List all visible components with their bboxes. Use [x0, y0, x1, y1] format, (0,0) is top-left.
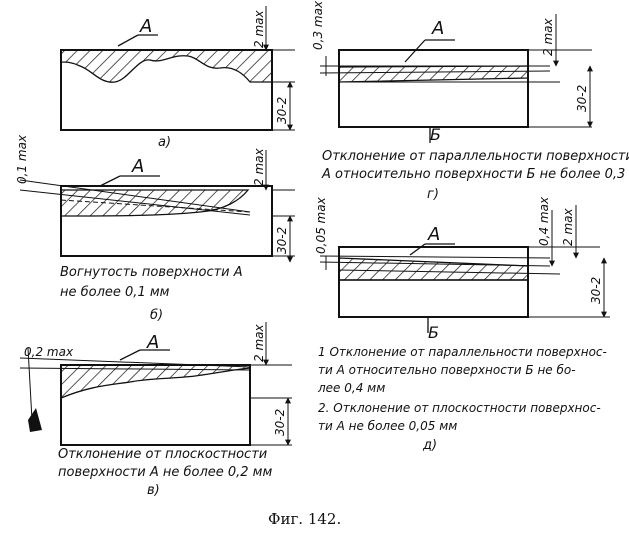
dim-text-tol: 0,1 max — [15, 134, 29, 184]
surface-label-d: А — [427, 224, 440, 245]
reference-line — [319, 70, 551, 74]
note-line: лее 0,4 мм — [317, 381, 385, 395]
sub-label-a: а) — [158, 135, 171, 150]
surface-label-g: А — [431, 18, 444, 39]
dim-line-tol — [27, 347, 33, 421]
panel-d: А Б 0,05 max 0,4 max 2 max 30-2 1 Отклон… — [314, 196, 610, 453]
dim-text-30: 30-2 — [275, 227, 289, 254]
dim-text-2max: 2 max — [561, 208, 575, 246]
part-outline — [338, 246, 529, 318]
note-line: ти А относительно поверхности Б не бо- — [318, 363, 576, 377]
sub-label-b: б) — [150, 308, 163, 323]
hatched-surface-layer — [338, 65, 529, 83]
dim-text-30: 30-2 — [273, 409, 287, 436]
dim-arrow-cluster — [28, 408, 42, 432]
dim-text-2max: 2 max — [252, 10, 266, 48]
reference-line — [319, 261, 551, 267]
part-outline — [338, 49, 529, 128]
note-line: поверхности А не более 0,2 мм — [58, 465, 272, 480]
note-line: Вогнутость поверхности А — [60, 265, 243, 280]
leader-line — [404, 39, 426, 63]
dim-text-2max: 2 max — [541, 18, 555, 56]
reference-line — [319, 255, 551, 259]
part-outline — [60, 185, 273, 257]
dim-text-tol: 0,05 max — [314, 196, 328, 254]
leader-line — [99, 175, 121, 187]
sub-label-d: д) — [422, 438, 437, 453]
dim-text-2max: 2 max — [252, 324, 266, 362]
sub-label-g: г) — [427, 187, 439, 202]
reference-line — [19, 189, 251, 216]
panel-b: А 0,1 max 2 max 30-2 Вогнутость поверхно… — [15, 134, 295, 323]
reference-line — [19, 357, 251, 368]
surface-label-a: А — [139, 16, 152, 37]
panel-g: А Б 0,3 max 2 max 30-2 Отклонение от пар… — [311, 0, 629, 202]
reference-line — [338, 269, 561, 275]
leader-line — [119, 349, 141, 361]
sub-label-v: в) — [147, 483, 160, 498]
surface-label-v: А — [146, 332, 159, 353]
reference-line — [19, 367, 251, 371]
dim-text-30: 30-2 — [275, 97, 289, 124]
note-line: А относительно поверхности Б не более 0,… — [321, 167, 629, 182]
hatched-surface-layer — [60, 364, 251, 399]
note-line: 2. Отклонение от плоскостности поверхнос… — [318, 401, 601, 415]
dim-text-30: 30-2 — [589, 277, 603, 304]
dim-text-tol: 0,2 max — [24, 345, 74, 359]
hatched-surface-layer — [338, 257, 529, 281]
leader-line — [409, 243, 426, 256]
dim-text-tol2: 0,4 max — [537, 196, 551, 246]
surface-label-b: А — [131, 156, 144, 177]
note-line: Отклонение от плоскостности — [58, 447, 267, 462]
note-line: не более 0,1 мм — [60, 285, 170, 300]
dim-text-tol: 0,3 max — [311, 0, 325, 50]
note-line: 1 Отклонение от параллельности поверхнос… — [318, 345, 607, 359]
figure-caption: Фиг. 142. — [268, 510, 341, 528]
note-line: ти А не более 0,05 мм — [318, 419, 457, 433]
note-line: Отклонение от параллельности поверхности — [322, 149, 629, 164]
dim-text-2max: 2 max — [252, 148, 266, 186]
base-label-d: Б — [428, 323, 439, 342]
hatched-surface-layer — [60, 49, 273, 83]
leader-line — [117, 34, 139, 47]
panel-v: А 0,2 max 2 max 30-2 Отклонение от плоск… — [19, 322, 292, 498]
panel-a: А 2 max 30-2 а) — [60, 6, 295, 150]
dim-text-30: 30-2 — [575, 85, 589, 112]
reference-line — [19, 179, 251, 213]
base-label-g: Б — [430, 125, 441, 144]
